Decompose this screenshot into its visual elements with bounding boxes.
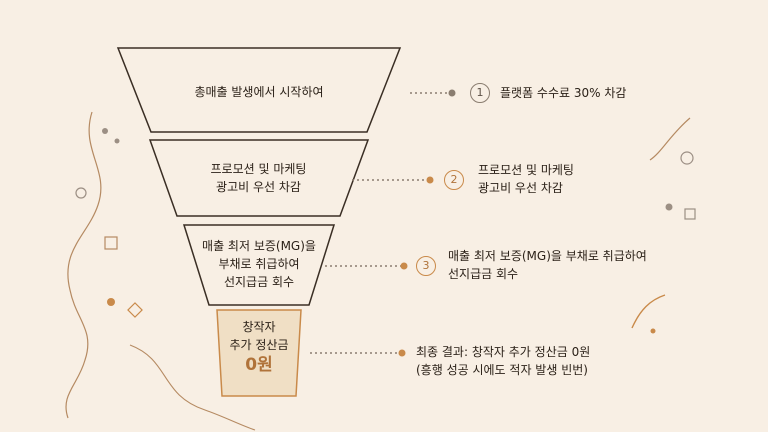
- funnel-stage-1-label: 총매출 발생에서 시작하여: [151, 83, 367, 101]
- stage-4-line-2: 추가 정산금: [229, 338, 289, 352]
- funnel-stage-3-label: 매출 최저 보증(MG)을 부채로 취급하여 선지급금 회수: [184, 237, 334, 291]
- decor-curve-left: [65, 111, 102, 419]
- step-badge-3: 3: [416, 256, 436, 276]
- decor-diamond: [127, 302, 143, 318]
- annotation-3-line-1: 매출 최저 보증(MG)을 부채로 취급하여: [448, 249, 647, 263]
- connector-dot-1: [448, 89, 456, 97]
- step-badge-2: 2: [444, 170, 464, 190]
- annotation-3: 매출 최저 보증(MG)을 부채로 취급하여 선지급금 회수: [448, 247, 647, 283]
- decor-square: [104, 236, 118, 250]
- decor-dot: [665, 203, 673, 211]
- annotation-1: 플랫폼 수수료 30% 차감: [500, 84, 626, 102]
- annotation-2-line-2: 광고비 우선 차감: [478, 181, 563, 195]
- stage-1-line-1: 총매출 발생에서 시작하여: [194, 85, 324, 99]
- funnel-stage-2-shape: [148, 139, 370, 217]
- decor-curve-top-right: [649, 117, 691, 161]
- stage-4-line-1: 창작자: [242, 320, 276, 334]
- connector-dot-3: [400, 262, 408, 270]
- decor-curve-bottom-left: [129, 344, 256, 431]
- funnel-stage-4-shape: [216, 309, 302, 397]
- annotation-2-line-1: 프로모션 및 마케팅: [478, 163, 574, 177]
- decor-square: [684, 208, 696, 220]
- decor-dot: [650, 328, 656, 334]
- annotation-2: 프로모션 및 마케팅 광고비 우선 차감: [478, 161, 574, 197]
- decor-dot: [114, 138, 120, 144]
- funnel-stage-1-shape: [116, 47, 402, 133]
- decor-ring: [680, 151, 694, 165]
- stage-3-line-3: 선지급금 회수: [223, 275, 295, 289]
- stage-2-line-1: 프로모션 및 마케팅: [210, 162, 307, 176]
- step-badge-1: 1: [470, 83, 490, 103]
- decor-dot: [102, 128, 108, 134]
- annotation-final-line-1: 최종 결과: 창작자 추가 정산금 0원: [416, 345, 591, 359]
- funnel-stage-3-shape: [182, 224, 336, 306]
- stage-3-line-1: 매출 최저 보증(MG)을: [202, 239, 316, 253]
- annotation-final-line-2: (흥행 성공 시에도 적자 발생 빈번): [416, 363, 588, 377]
- annotation-3-line-2: 선지급금 회수: [448, 267, 519, 281]
- decor-ring: [75, 187, 87, 199]
- stage-3-line-2: 부채로 취급하여: [218, 257, 300, 271]
- decor-curve-right: [631, 294, 666, 329]
- annotation-1-line-1: 플랫폼 수수료 30% 차감: [500, 86, 627, 100]
- stage-4-value: 0원: [245, 355, 273, 375]
- annotation-final: 최종 결과: 창작자 추가 정산금 0원 (흥행 성공 시에도 적자 발생 빈번…: [416, 343, 590, 379]
- stage-2-line-2: 광고비 우선 차감: [216, 180, 301, 194]
- connector-dot-2: [426, 176, 434, 184]
- decor-dot: [107, 298, 115, 306]
- funnel-stage-4-label: 창작자 추가 정산금 0원: [217, 318, 301, 376]
- funnel-stage-2-label: 프로모션 및 마케팅 광고비 우선 차감: [177, 160, 340, 196]
- connector-dot-4: [398, 349, 406, 357]
